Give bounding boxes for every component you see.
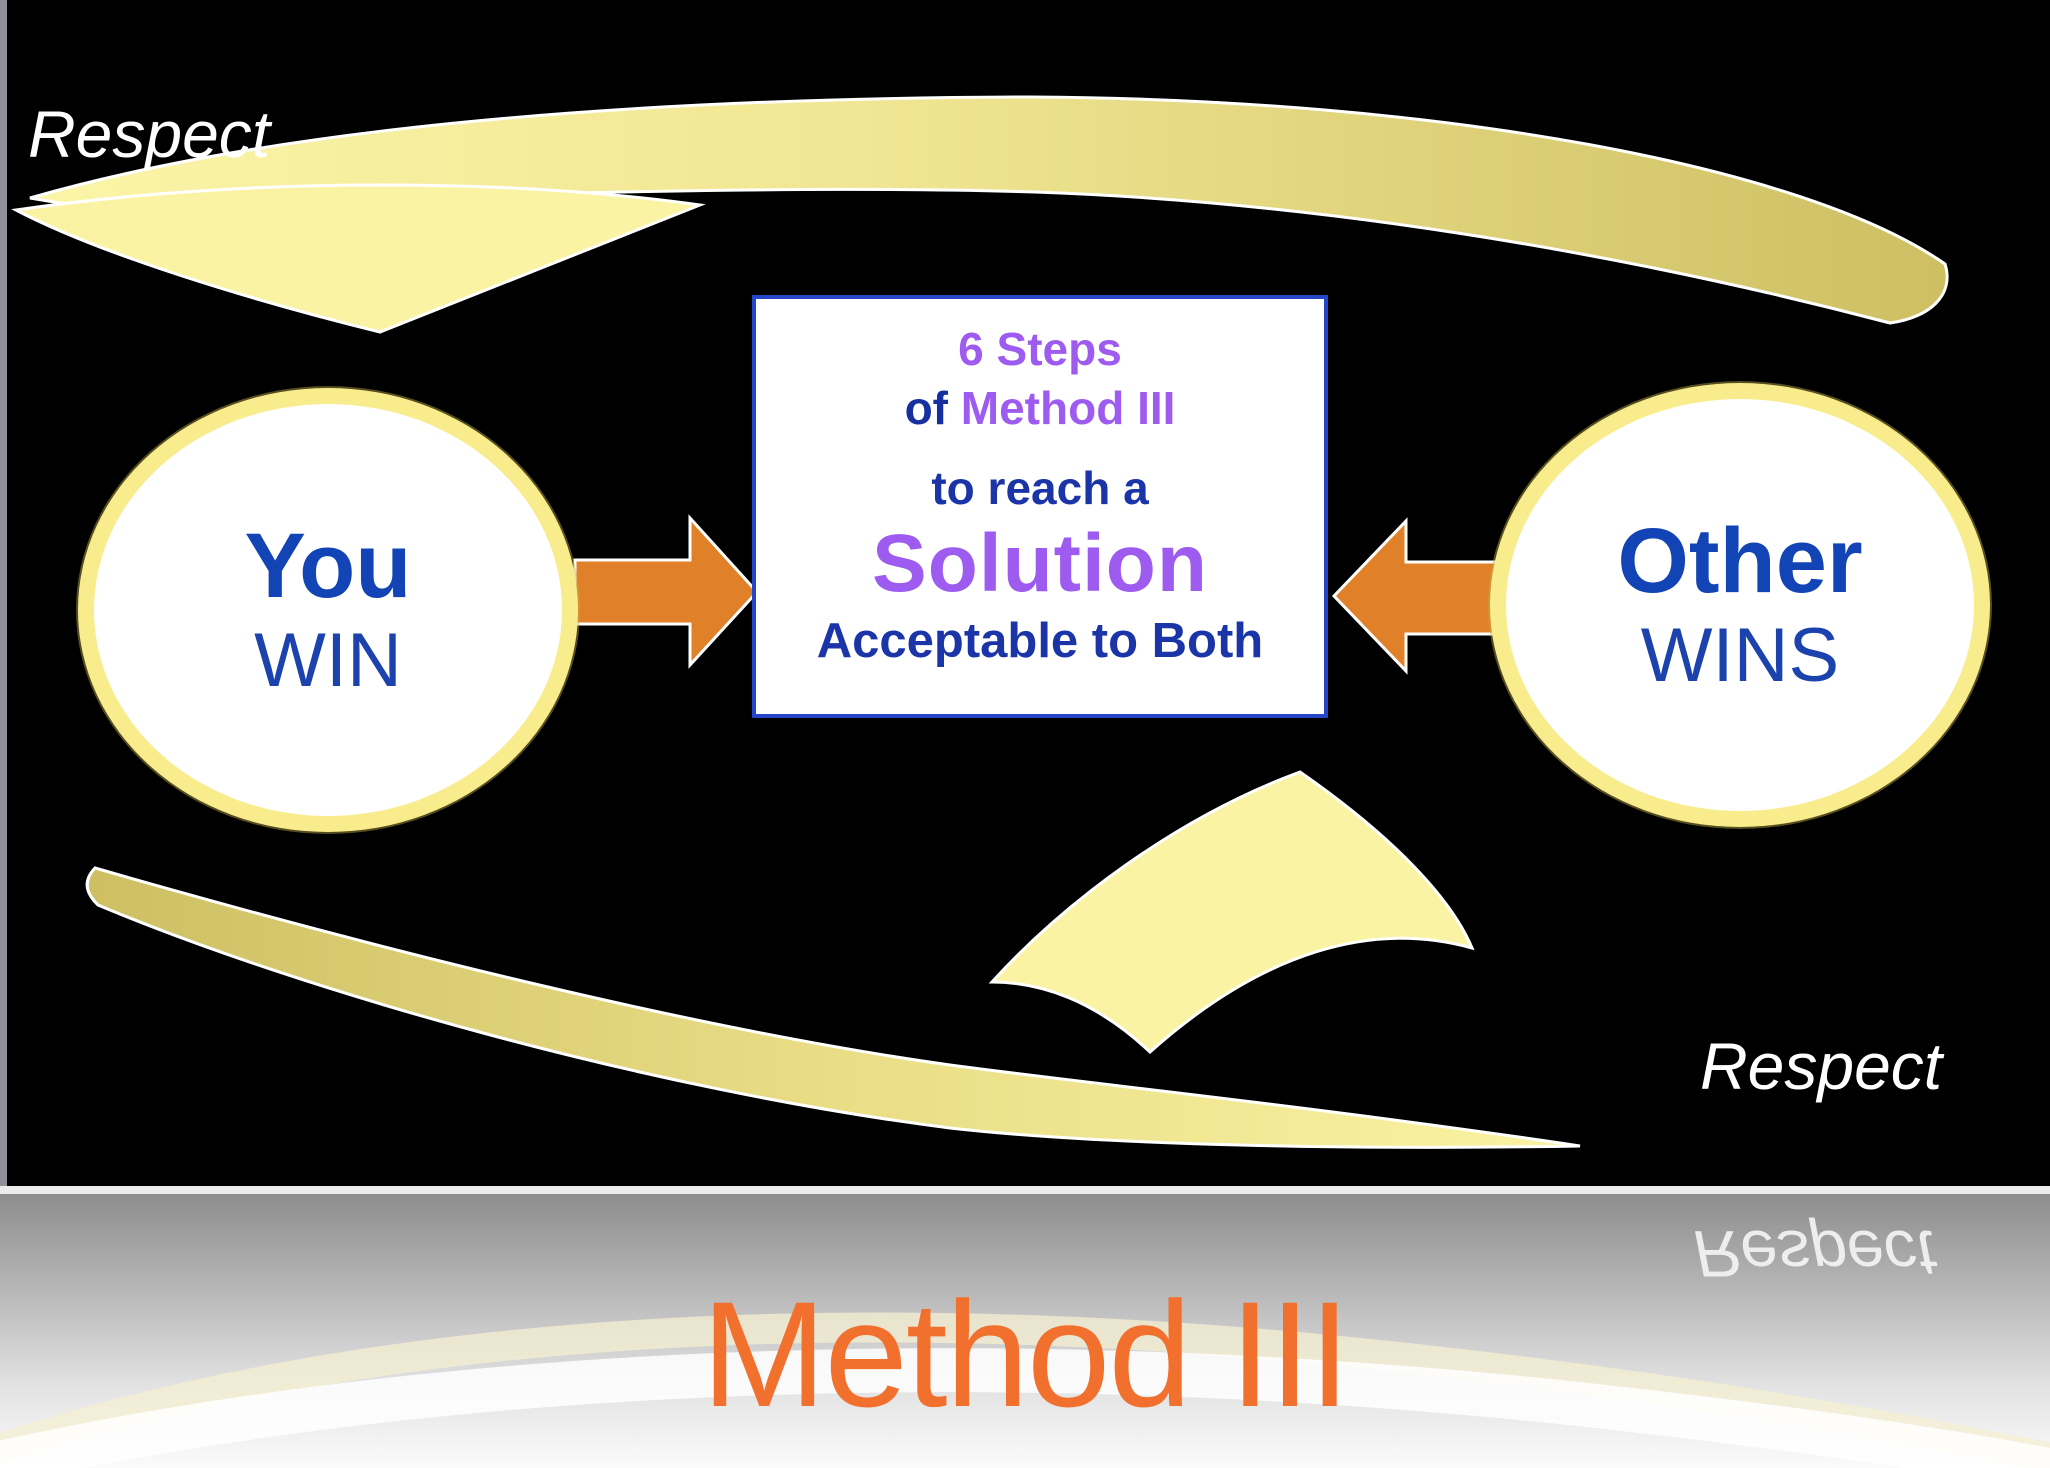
win-label: WIN: [254, 617, 402, 703]
bottom-cycle-arrow-band: [85, 866, 1581, 1149]
respect-label-top-left: Respect: [28, 97, 271, 171]
method-three-label: Method III: [960, 381, 1176, 434]
reflection-arc-white: [0, 1348, 2050, 1468]
of-label: of: [904, 381, 961, 434]
top-cycle-arrowhead-icon: [11, 183, 706, 334]
to-reach-a-label: to reach a: [931, 461, 1149, 514]
other-label: Other: [1617, 509, 1863, 612]
solution-box: 6 Steps of Method III to reach a Solutio…: [752, 295, 1328, 718]
solution-label: Solution: [872, 517, 1208, 609]
slide-title: Method III: [701, 1270, 1350, 1438]
bottom-cycle-arrowhead-icon: [988, 770, 1475, 1055]
of-method-three-label: of Method III: [756, 382, 1324, 435]
respect-label-bottom-right: Respect: [1700, 1029, 1943, 1103]
left-flow-arrow-icon: [573, 514, 760, 669]
six-steps-label: 6 Steps: [958, 323, 1122, 375]
you-label: You: [244, 514, 412, 617]
top-cycle-arrow-band: [29, 95, 1949, 325]
slide-bottom-divider: [0, 1186, 2050, 1194]
slide-left-edge: [0, 0, 7, 1186]
reflection-swoosh-arcs: [0, 1312, 2050, 1468]
reflection-area: Respect Method III: [0, 1194, 2050, 1468]
right-flow-arrow-icon: [1331, 517, 1505, 675]
you-win-circle: You WIN: [78, 388, 578, 832]
wins-label: WINS: [1640, 612, 1840, 698]
acceptable-to-both-label: Acceptable to Both: [816, 613, 1264, 668]
other-wins-circle: Other WINS: [1490, 383, 1990, 827]
